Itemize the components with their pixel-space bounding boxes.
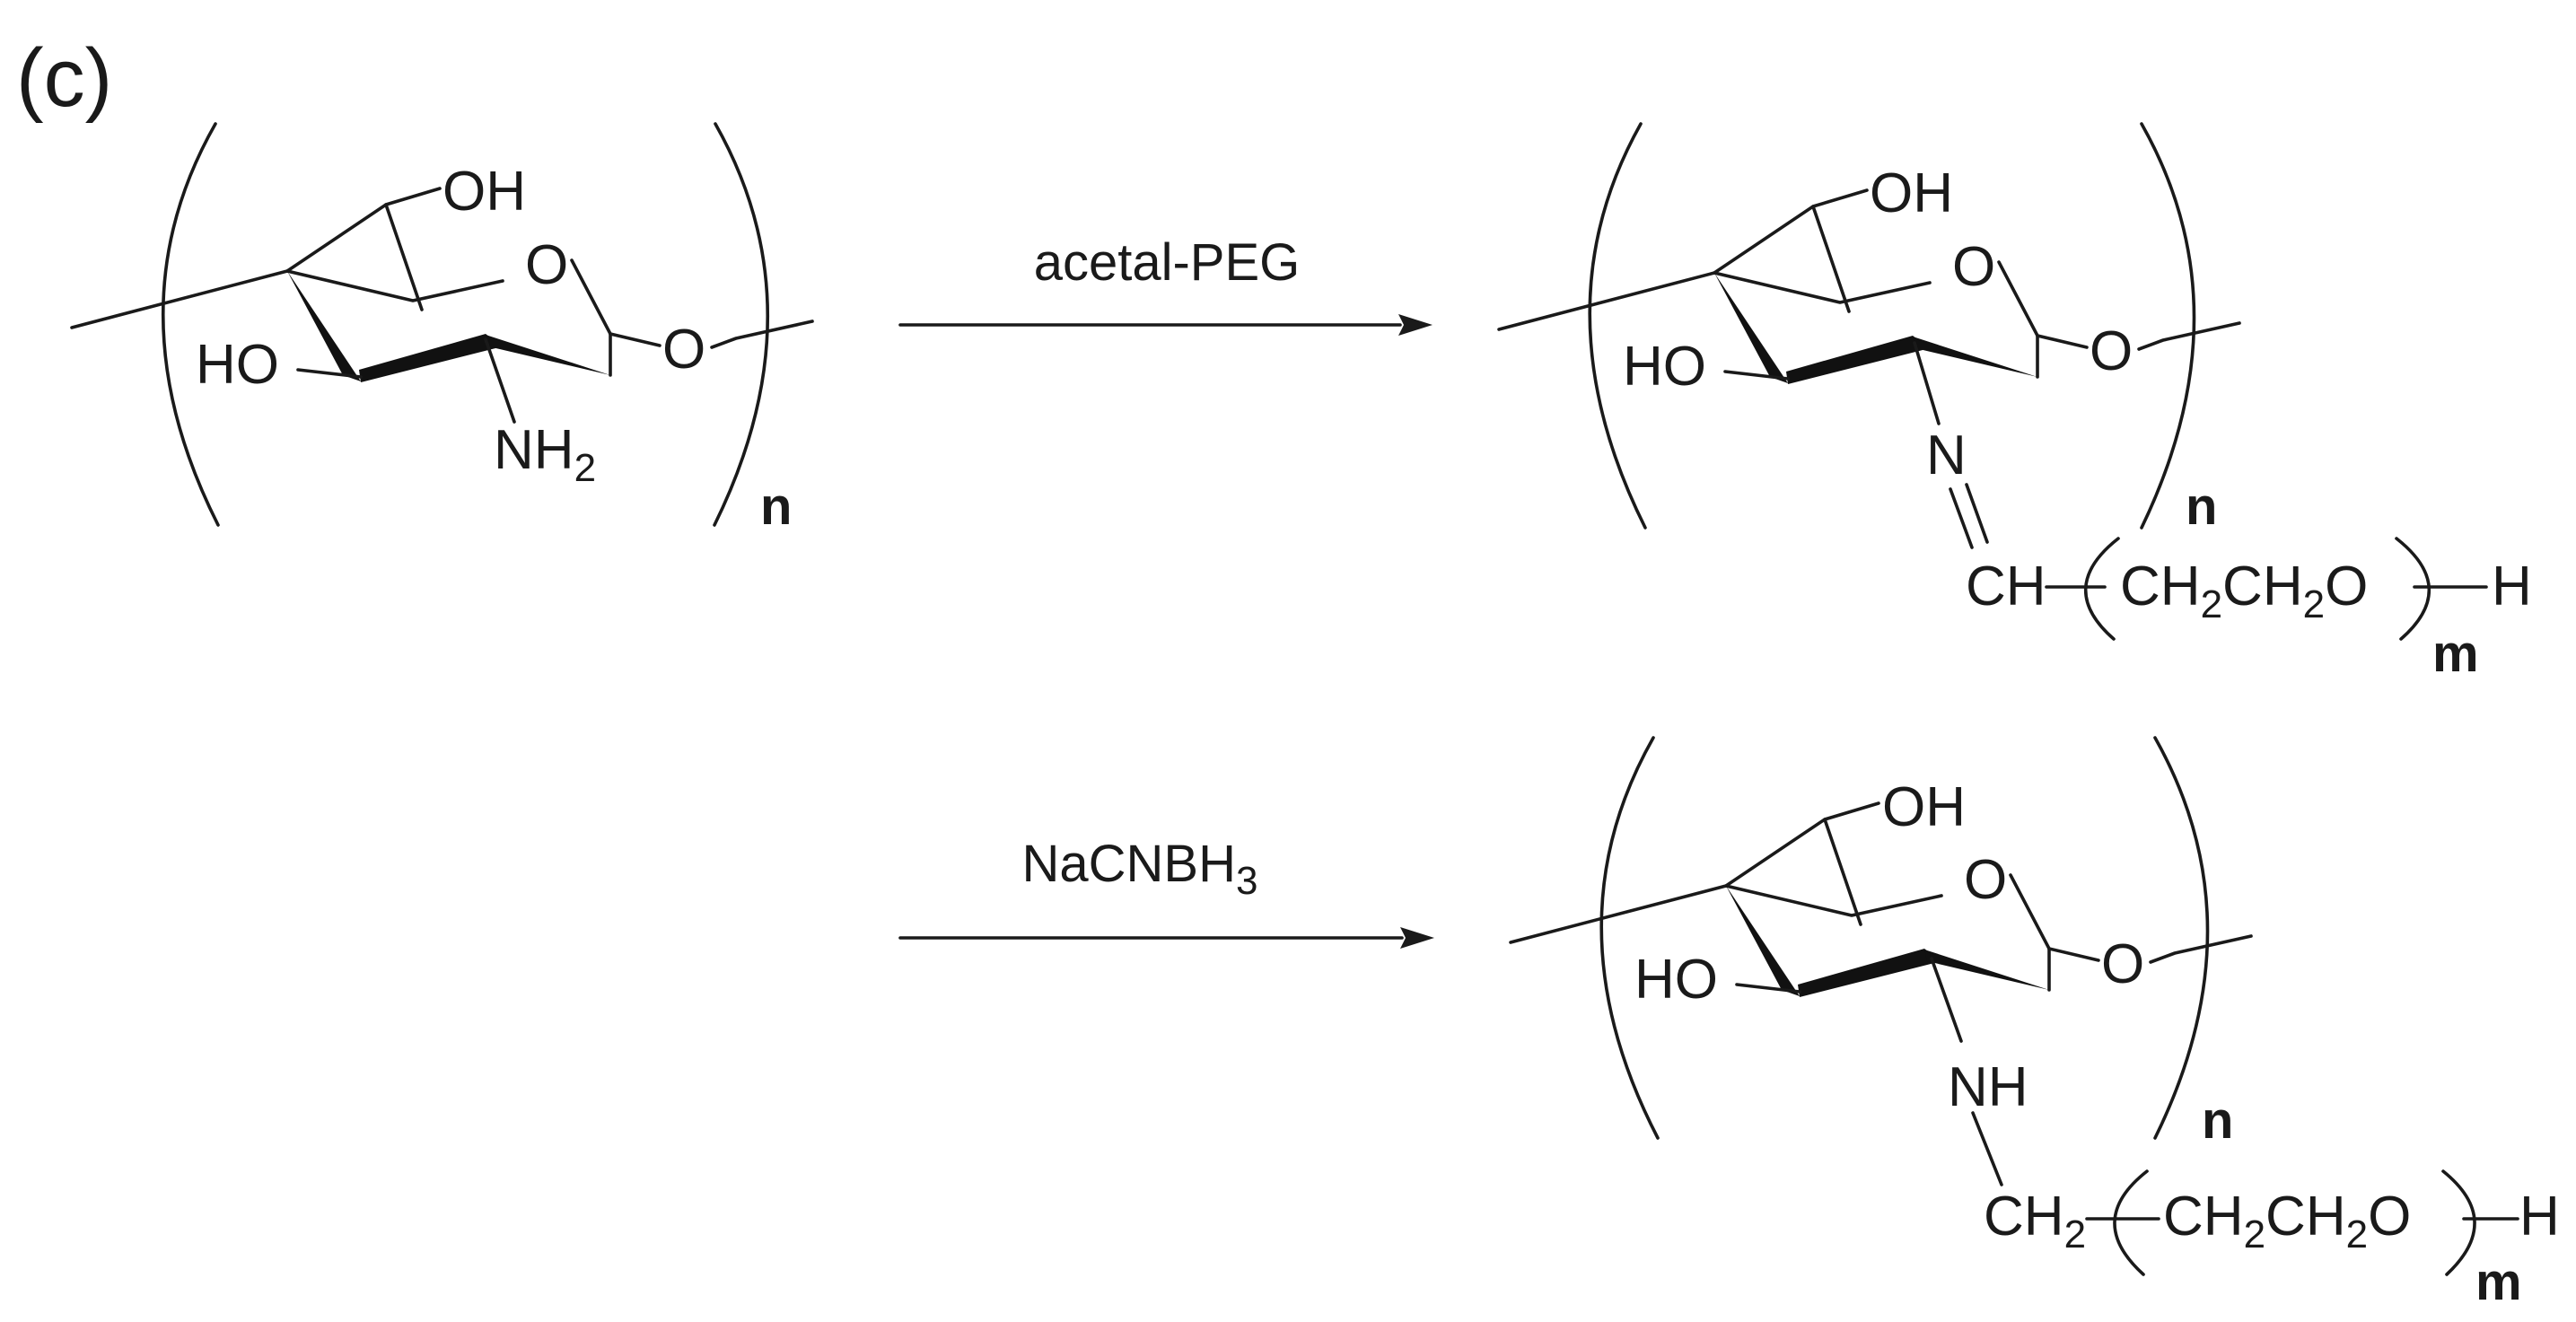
ho-label: HO [1623, 336, 1706, 398]
oh-label: OH [442, 161, 526, 223]
c-nh-bond [1930, 957, 1963, 1043]
n-c-double-bond-1 [1949, 487, 1974, 549]
imine-structure: OH O O HO N n CH CH2CH2O H m [1497, 122, 2532, 683]
ho-label: HO [196, 334, 279, 396]
ring-oxygen-label: O [525, 234, 568, 296]
ring-oxygen-label: O [1964, 849, 2007, 911]
nh-label: NH [1948, 1056, 2028, 1118]
terminal-h-label: H [2492, 556, 2532, 617]
nh2-bond [484, 337, 516, 424]
repeat-n-label: n [760, 477, 792, 536]
peg-repeat-m-label: m [2432, 625, 2479, 683]
nh-ch2-bond [1971, 1111, 2003, 1186]
right-bracket [2140, 122, 2196, 530]
oh-label: OH [1882, 776, 1966, 838]
peg-chain-label: CH2CH2O [2120, 556, 2368, 626]
oh-label: OH [1870, 162, 1953, 224]
chitosan-structure: OH O O HO NH2 n [70, 122, 814, 536]
ch2-label: CH2 [1984, 1186, 2086, 1256]
glycosidic-oxygen-label: O [662, 319, 705, 381]
peg-repeat-m-label: m [2475, 1253, 2522, 1311]
nh2-label: NH2 [494, 419, 596, 490]
imine-n-label: N [1926, 425, 1967, 486]
reaction-arrow-2: NaCNBH3 [898, 835, 1434, 949]
left-bracket [161, 122, 220, 527]
glycosidic-oxygen-label: O [2101, 933, 2144, 995]
repeat-n-label: n [2202, 1091, 2233, 1150]
reaction-arrow-1: acetal-PEG [898, 233, 1433, 336]
panel-label: (c) [16, 32, 112, 124]
left-bracket [1599, 736, 1660, 1140]
ring-oxygen-label: O [1952, 236, 1995, 298]
amine-structure: OH O O HO NH n CH2 CH2CH2O H m [1509, 736, 2560, 1311]
c-n-bond [1913, 341, 1941, 425]
glycosidic-oxygen-label: O [2090, 320, 2133, 382]
peg-left-bracket [2083, 537, 2120, 641]
ho-label: HO [1634, 949, 1718, 1011]
right-bracket [713, 122, 769, 527]
left-bracket [1588, 122, 1647, 530]
repeat-n-label: n [2186, 477, 2217, 536]
peg-chain-label: CH2CH2O [2163, 1186, 2411, 1256]
peg-right-bracket [2441, 1169, 2476, 1276]
terminal-h-label: H [2519, 1186, 2560, 1248]
acetal-peg-reagent-label: acetal-PEG [1034, 233, 1301, 292]
peg-right-bracket [2395, 537, 2431, 641]
nacnbh3-reagent-label: NaCNBH3 [1022, 835, 1258, 903]
n-c-double-bond-2 [1965, 483, 1989, 544]
peg-left-bracket [2113, 1169, 2149, 1276]
right-bracket [2153, 736, 2210, 1140]
ch-label: CH [1966, 556, 2046, 617]
